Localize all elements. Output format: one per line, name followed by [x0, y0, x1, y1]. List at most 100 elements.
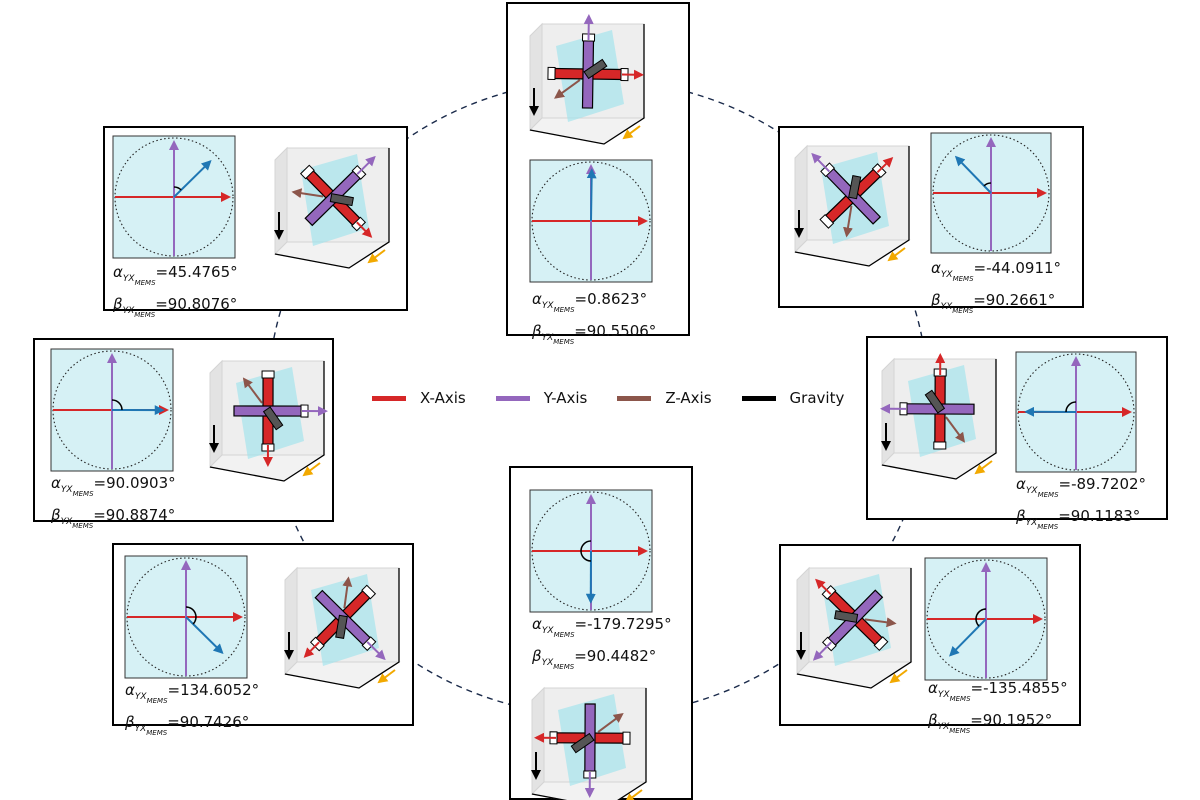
dial-top — [529, 159, 653, 283]
cube-upper-right — [793, 144, 911, 267]
alpha-sub: YX — [541, 301, 554, 311]
alpha-value: 45.4765° — [168, 263, 238, 281]
beta-value: 90.8874° — [105, 506, 176, 524]
alpha-value: -179.7295° — [587, 615, 672, 633]
alpha-line: αYXMEMS=134.6052° — [125, 681, 260, 705]
panel-graphics-mid-left — [50, 348, 328, 482]
dial-circle — [932, 134, 1050, 252]
cube-side-pane — [881, 357, 895, 467]
cube-floor-pane — [273, 241, 391, 269]
beta-sub: YX — [60, 517, 73, 527]
alpha-sub: YX — [60, 485, 73, 495]
alpha-value: 134.6052° — [180, 681, 260, 699]
legend-item-y-axis: Y-Axis — [495, 389, 588, 407]
alpha-subsub: MEMS — [72, 490, 94, 498]
direction-arrow — [302, 462, 321, 477]
panel-graphics-mid-right — [880, 351, 1137, 480]
beta-symbol: β — [931, 291, 941, 309]
alpha-symbol: α — [125, 681, 135, 699]
readout-mid-left: αYXMEMS=90.0903°βYXMEMS=90.8874° — [51, 473, 176, 537]
alpha-value: -44.0911° — [986, 259, 1062, 277]
legend-item-z-axis: Z-Axis — [617, 389, 712, 407]
alpha-subsub: MEMS — [949, 695, 971, 703]
x-arrow — [303, 641, 320, 658]
alpha-sub: YX — [541, 626, 554, 636]
beta-value: 90.8076° — [167, 295, 238, 313]
beta-symbol: β — [51, 506, 61, 524]
beta-sub: YX — [940, 302, 953, 312]
dial-upper-left — [112, 135, 236, 259]
bar-end-cap — [819, 213, 835, 229]
measured-vector — [949, 618, 987, 657]
cube-floor-pane — [880, 452, 998, 480]
cube-lower-left — [283, 566, 401, 689]
z-bar — [924, 389, 946, 414]
z-arrow — [342, 576, 353, 609]
beta-sub: YX — [541, 333, 554, 343]
direction-arrow — [974, 460, 993, 475]
dial-circle — [1017, 353, 1135, 471]
bar-end-cap — [547, 66, 556, 81]
cube-floor-pane — [528, 117, 646, 145]
sensor-cross — [811, 152, 894, 238]
bar-end-cap — [873, 636, 889, 652]
direction-arrow — [887, 247, 906, 262]
z-bar — [570, 732, 595, 754]
alpha-sub: YX — [134, 692, 147, 702]
panel-graphics-bottom — [529, 489, 653, 800]
beta-subsub: MEMS — [146, 729, 168, 737]
z-bar — [335, 614, 348, 639]
z-bar — [262, 406, 284, 431]
beta-subsub: MEMS — [1037, 523, 1059, 531]
alpha-sub: YX — [940, 270, 953, 280]
direction-arrow — [367, 249, 386, 264]
beta-line: βYXMEMS=90.7426° — [125, 713, 250, 737]
alpha-symbol: α — [931, 259, 941, 277]
beta-value: 90.7426° — [179, 713, 250, 731]
alpha-subsub: MEMS — [553, 306, 575, 314]
z-arrow — [945, 416, 966, 443]
alpha-line: αYXMEMS=-179.7295° — [532, 615, 672, 639]
readout-upper-left: αYXMEMS=45.4765°βYXMEMS=90.8076° — [113, 262, 238, 326]
bar-end-cap — [299, 164, 315, 180]
z-arrow — [554, 79, 581, 99]
beta-sub: YX — [541, 658, 554, 668]
direction-arrow — [377, 669, 396, 684]
dial-mid-right — [1015, 351, 1137, 473]
cube-side-pane — [794, 144, 808, 254]
cube-side-pane — [796, 566, 810, 676]
beta-subsub: MEMS — [553, 338, 575, 346]
beta-line: βYXMEMS=90.1183° — [1016, 507, 1141, 531]
direction-arrow — [624, 789, 643, 800]
legend-label: Y-Axis — [543, 389, 588, 407]
alpha-symbol: α — [928, 679, 938, 697]
cube-floor-pane — [795, 661, 913, 689]
panel-graphics-top — [528, 14, 653, 283]
alpha-value: -89.7202° — [1071, 475, 1147, 493]
cube-upper-left — [273, 146, 391, 269]
z-arrow — [597, 712, 624, 733]
alpha-line: αYXMEMS=90.0903° — [51, 474, 176, 498]
beta-symbol: β — [532, 647, 542, 665]
beta-symbol: β — [125, 713, 135, 731]
alpha-subsub: MEMS — [1037, 491, 1059, 499]
dial-lower-left — [124, 555, 248, 679]
legend-label: Z-Axis — [665, 389, 712, 407]
z-arrow — [291, 188, 324, 199]
alpha-symbol: α — [1016, 475, 1026, 493]
sensor-cross — [233, 370, 328, 467]
beta-sub: YX — [122, 306, 135, 316]
bar-end-cap — [261, 370, 275, 379]
beta-symbol: β — [928, 711, 938, 729]
angle-arc — [173, 186, 182, 191]
sensor-cross — [547, 14, 644, 109]
cube-side-pane — [284, 566, 298, 676]
alpha-subsub: MEMS — [952, 275, 974, 283]
cube-bottom — [530, 686, 648, 800]
beta-subsub: MEMS — [553, 663, 575, 671]
legend-label: Gravity — [789, 389, 845, 407]
cube-mid-right — [880, 353, 998, 480]
z-arrow — [843, 205, 853, 238]
alpha-subsub: MEMS — [553, 631, 575, 639]
